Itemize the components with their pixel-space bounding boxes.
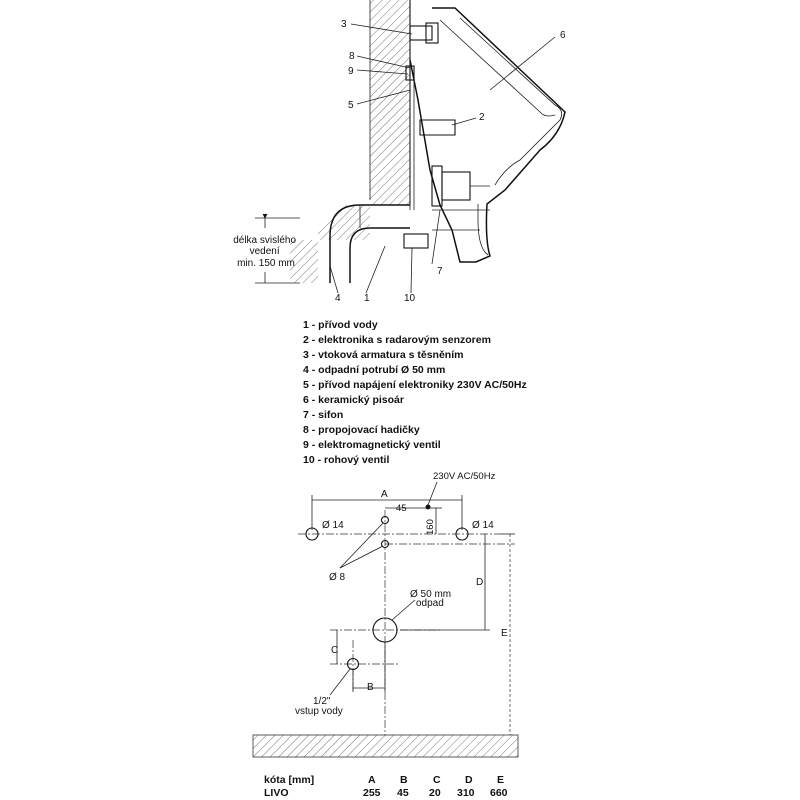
legend-item: 1 - přívod vody	[303, 319, 378, 331]
legend-item: 6 - keramický pisoár	[303, 394, 404, 406]
table-header-label: kóta [mm]	[264, 774, 314, 786]
table-col-d: D	[465, 774, 473, 786]
parts-legend: 1 - přívod vody 2 - elektronika s radaro…	[303, 319, 527, 466]
table-val-d: 310	[457, 787, 475, 799]
legend-item: 3 - vtoková armatura s těsněním	[303, 349, 463, 361]
callout-1: 1	[364, 293, 370, 304]
hole-left-label: Ø 14	[322, 520, 344, 531]
legend-item: 7 - sifon	[303, 409, 343, 421]
dimension-table: kóta [mm] LIVO A B C D E 255 45 20 310 6…	[264, 774, 508, 799]
power-label: 230V AC/50Hz	[433, 471, 496, 482]
dim-d-label: D	[476, 577, 483, 588]
table-val-b: 45	[397, 787, 409, 799]
callout-10: 10	[404, 293, 416, 304]
small-hole-upper	[380, 515, 390, 525]
mounting-hole-left	[305, 527, 319, 541]
table-val-a: 255	[363, 787, 381, 799]
urinal-body	[409, 7, 566, 263]
legend-item: 8 - propojovací hadičky	[303, 424, 420, 436]
callout-6: 6	[560, 30, 566, 41]
water-inlet	[346, 657, 360, 671]
waste-label: Ø 50 mm odpad	[410, 589, 454, 609]
legend-item: 9 - elektromagnetický ventil	[303, 439, 441, 451]
legend-item: 5 - přívod napájení elektroniky 230V AC/…	[303, 379, 527, 391]
callout-5: 5	[348, 100, 354, 111]
table-col-e: E	[497, 774, 504, 786]
vertical-length-note: délka svislého vedení min. 150 mm	[233, 235, 299, 269]
table-row-label: LIVO	[264, 787, 289, 799]
small-hole-lower	[380, 539, 390, 549]
callout-7: 7	[437, 266, 443, 277]
table-col-a: A	[368, 774, 376, 786]
dim-a-label: A	[381, 489, 388, 500]
callout-9: 9	[348, 66, 354, 77]
table-col-c: C	[433, 774, 441, 786]
siphon	[431, 165, 443, 207]
dim-e-label: E	[501, 628, 508, 639]
dim-b-label: B	[367, 682, 374, 693]
corner-valve	[403, 233, 429, 249]
callout-2: 2	[479, 112, 485, 123]
callout-4: 4	[335, 293, 341, 304]
callout-leaders	[329, 23, 556, 294]
callout-8: 8	[349, 51, 355, 62]
inlet-fitting	[409, 25, 433, 41]
table-val-e: 660	[490, 787, 508, 799]
mounting-hole-right	[455, 527, 469, 541]
hole-right-label: Ø 14	[472, 520, 494, 531]
small-holes-label: Ø 8	[329, 572, 346, 583]
dim-45-label: 45	[396, 503, 407, 514]
floor-hatch	[252, 734, 519, 758]
wall-section	[290, 0, 410, 283]
dim-c-label: C	[331, 645, 338, 656]
plan-view: A 230V AC/50Hz 45 160 Ø 14 Ø 14 Ø 8 D E	[252, 471, 519, 758]
table-col-b: B	[400, 774, 408, 786]
electronics-module	[419, 119, 456, 136]
callout-3: 3	[341, 19, 347, 30]
table-val-c: 20	[429, 787, 441, 799]
legend-item: 10 - rohový ventil	[303, 454, 389, 466]
side-view: 3 8 9 5 6 2 7 4 1 10 délka svislého vede…	[233, 0, 566, 304]
inlet-label: 1/2" vstup vody	[295, 696, 343, 717]
legend-item: 2 - elektronika s radarovým senzorem	[303, 334, 491, 346]
legend-item: 4 - odpadní potrubí Ø 50 mm	[303, 364, 445, 376]
dim-160-label: 160	[425, 519, 436, 535]
power-point	[425, 504, 431, 510]
